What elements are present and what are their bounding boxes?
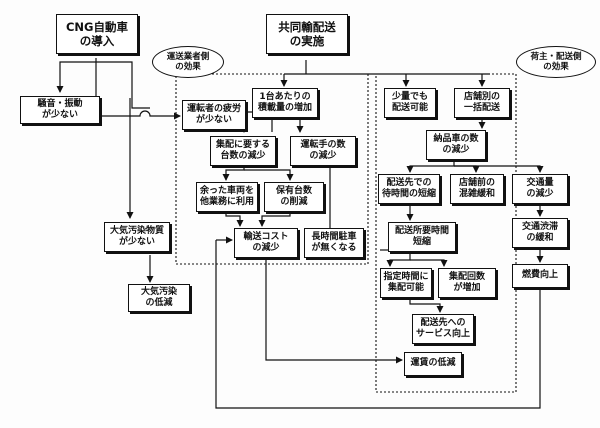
cng-introduction-node: CNG自動車 の導入 xyxy=(56,14,138,54)
load-increase-node: 1台あたりの 積載量の増加 xyxy=(252,88,318,118)
traffic-jam-node: 交通渋滞 の緩和 xyxy=(512,218,568,248)
air-pollution-reduction-node: 大気汚染 の低減 xyxy=(128,284,190,312)
service-improvement-node: 配送先への サービス向上 xyxy=(412,314,474,344)
delivery-vehicle-count-node: 納品車の数 の減少 xyxy=(426,130,486,160)
small-lot-node: 少量でも 配送可能 xyxy=(384,88,436,118)
drivers-reduce-node: 運転手の数 の減少 xyxy=(290,136,356,166)
fleet-reduce-node: 保有台数 の削減 xyxy=(264,182,324,212)
long-parking-node: 長時間駐車 が無くなる xyxy=(304,228,364,258)
transport-cost-node: 輸送コスト の減少 xyxy=(234,228,298,258)
store-bulk-node: 店舗別の 一括配送 xyxy=(454,88,510,118)
wait-time-node: 配送先での 待時間の短縮 xyxy=(378,174,440,204)
joint-delivery-node: 共同輸配送 の実施 xyxy=(266,14,348,54)
delivery-time-node: 配送所要時間 短縮 xyxy=(388,222,456,252)
shipper-effects-callout: 荷主・配送側 の効果 xyxy=(516,46,596,78)
traffic-volume-node: 交通量 の減少 xyxy=(512,174,568,204)
noise-vibration-node: 騒音・振動 が少ない xyxy=(20,96,100,124)
vehicles-needed-node: 集配に要する 台数の減少 xyxy=(210,136,276,166)
carrier-effects-region xyxy=(175,73,369,265)
driver-fatigue-node: 運転者の疲労 が少ない xyxy=(182,100,246,130)
surplus-vehicles-node: 余った車両を 他業務に利用 xyxy=(196,182,258,212)
fuel-efficiency-node: 燃費向上 xyxy=(512,264,568,288)
carrier-effects-callout: 運送業者側 の効果 xyxy=(152,46,224,78)
time-specified-node: 指定時間に 集配可能 xyxy=(380,268,432,298)
fare-reduction-node: 運賃の低減 xyxy=(404,352,462,376)
pickup-increase-node: 集配回数 が増加 xyxy=(438,268,496,298)
store-congestion-node: 店舗前の 混雑緩和 xyxy=(450,174,504,204)
air-pollutant-node: 大気汚染物質 が少ない xyxy=(104,222,170,252)
